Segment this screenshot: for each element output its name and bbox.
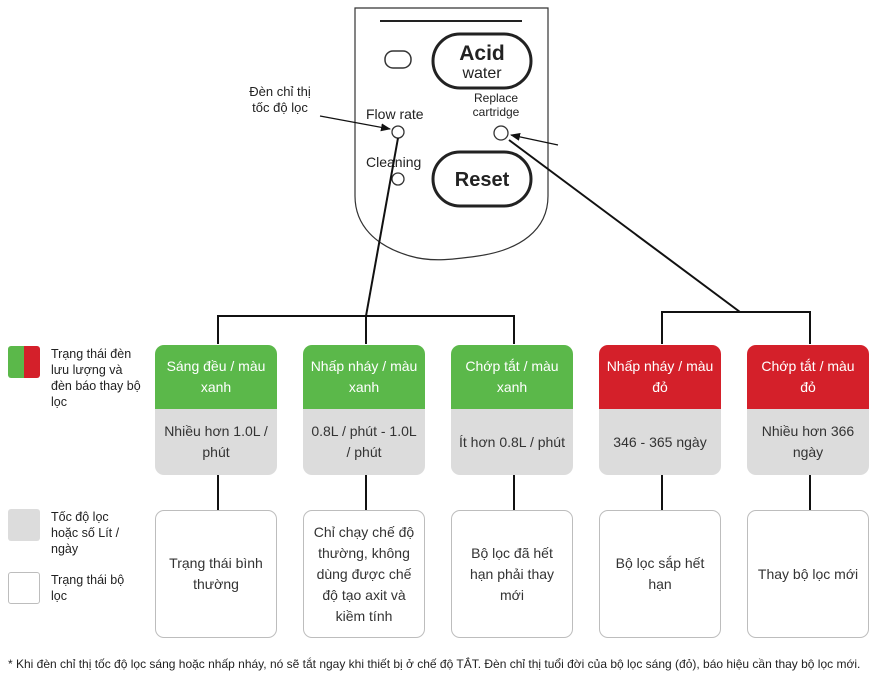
footnote: * Khi đèn chỉ thị tốc độ lọc sáng hoặc n… [8,657,861,671]
state-card: Chớp tắt / màu đỏ Nhiều hơn 366 ngày [747,345,869,475]
state-card: Sáng đều / màu xanh Nhiều hơn 1.0L / phú… [155,345,277,475]
legend-swatch-white [8,572,40,604]
state-card: Nhấp nháy / màu xanh 0.8L / phút - 1.0L … [303,345,425,475]
reset-label: Reset [455,169,510,191]
rate-value: Ít hơn 0.8L / phút [451,409,573,475]
water-label: water [461,65,502,82]
filter-status-box: Bộ lọc sắp hết hạn [599,510,721,638]
acid-water-button[interactable] [431,32,533,90]
cartridge-label: cartridge [473,105,520,119]
legend-swatch-green-half [8,346,24,378]
days-value: 346 - 365 ngày [599,409,721,475]
legend-swatch-red-half [24,346,40,378]
connector-lines [217,137,811,510]
rate-value: Nhiều hơn 1.0L / phút [155,409,277,475]
rate-value: 0.8L / phút - 1.0L / phút [303,409,425,475]
state-label: Chớp tắt / màu đỏ [747,345,869,409]
legend-swatch-gray [8,509,40,541]
filter-status-box: Chỉ chạy chế độ thường, không dùng được … [303,510,425,638]
filter-status-box: Bộ lọc đã hết hạn phải thay mới [451,510,573,638]
replace-arrow [510,132,559,146]
acid-label: Acid [459,42,505,65]
flow-rate-label: Flow rate [366,106,424,122]
reset-button[interactable] [431,150,533,208]
state-card: Chớp tắt / màu xanh Ít hơn 0.8L / phút [451,345,573,475]
days-value: Nhiều hơn 366 ngày [747,409,869,475]
legend-text-filter-status: Trạng thái bộ lọc [51,573,125,603]
callout-line2: tốc độ lọc [252,100,308,115]
replace-cartridge-indicator [493,125,509,141]
cleaning-indicator [391,172,405,186]
indicator-slot [384,50,412,69]
state-label: Chớp tắt / màu xanh [451,345,573,409]
state-label: Sáng đều / màu xanh [155,345,277,409]
state-label: Nhấp nháy / màu xanh [303,345,425,409]
state-label: Nhấp nháy / màu đỏ [599,345,721,409]
legend-text-indicator-state: Trạng thái đèn lưu lượng và đèn báo thay… [51,347,141,409]
legend-swatch-red-green [8,346,40,378]
callout-arrow [319,115,391,132]
callout-line1: Đèn chỉ thị [249,84,311,99]
filter-status-box: Thay bộ lọc mới [747,510,869,638]
legend-text-flow-rate: Tốc độ lọc hoặc số Lít / ngày [51,510,120,556]
state-card: Nhấp nháy / màu đỏ 346 - 365 ngày [599,345,721,475]
filter-status-box: Trạng thái bình thường [155,510,277,638]
flow-rate-indicator [391,125,405,139]
replace-label: Replace [474,91,518,105]
